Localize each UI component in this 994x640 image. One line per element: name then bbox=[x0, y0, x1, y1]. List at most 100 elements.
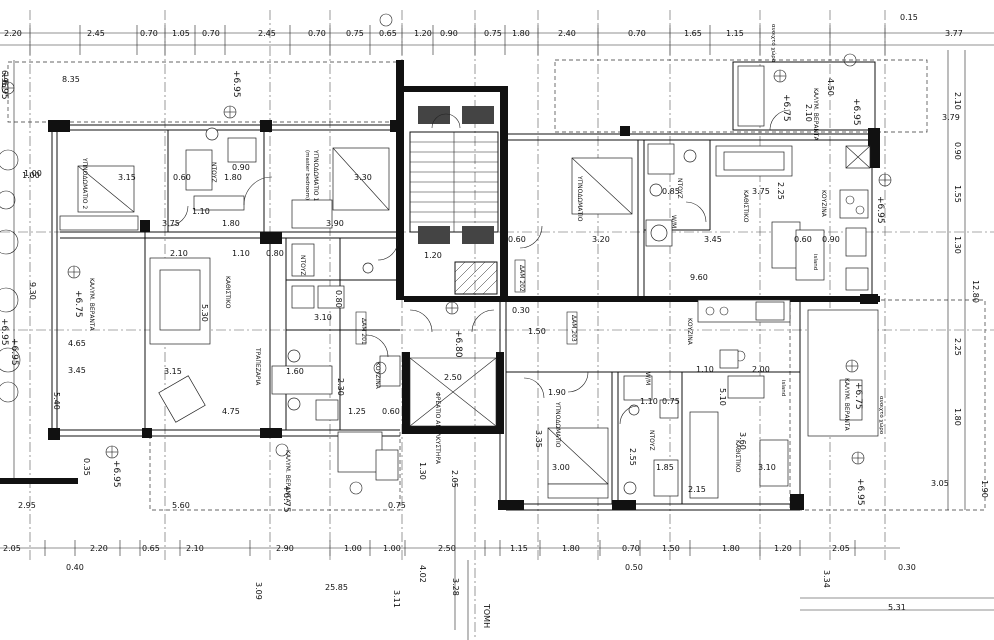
bottom-dim-11: 1.50 bbox=[662, 544, 680, 553]
right-dim-3: 1.30 bbox=[953, 236, 962, 254]
bottom-extra-9: 5.31 bbox=[888, 603, 906, 612]
room-kitchen-left: ΚΟΥΖΙΝΑ bbox=[374, 362, 381, 390]
level-marker-icon bbox=[223, 105, 237, 119]
inner-dim-34: 3.60 bbox=[738, 432, 747, 450]
room-living-right-top: ΚΑΘΙΣΤΙΚΟ bbox=[742, 190, 749, 223]
inner-dim-42: 4.50 bbox=[826, 78, 835, 96]
bottom-extra-1: 0.50 bbox=[625, 563, 643, 572]
level-markers: +6.95 +6.95 +6.75 +6.95 +6.80 +6.95 +6.9… bbox=[0, 13, 892, 513]
bottom-extra-12: 0.75 bbox=[388, 501, 406, 510]
top-dim-3: 1.05 bbox=[172, 29, 190, 38]
level-marker-icon bbox=[845, 359, 859, 373]
level-5: +6.95 bbox=[111, 460, 121, 488]
top-dimension-chain: 2.20 2.45 0.70 1.05 0.70 2.45 0.70 0.75 … bbox=[0, 13, 994, 55]
label-wm-top: W/M bbox=[670, 215, 677, 228]
room-bedroom-2: ΥΠΝΟΔΩΜΑΤΙΟ 2 bbox=[81, 157, 88, 209]
top-right-dim: 3.77 bbox=[945, 29, 963, 38]
inner-dim-35: 3.10 bbox=[758, 463, 776, 472]
inner-dim-32: 2.55 bbox=[628, 448, 637, 466]
inner-dim-26: 2.25 bbox=[776, 182, 785, 200]
top-dim-10: 0.90 bbox=[440, 29, 458, 38]
inner-dimensions: 3.15 0.60 1.80 0.90 3.30 1.10 3.75 1.80 … bbox=[24, 78, 840, 494]
inner-dim-39: 0.75 bbox=[662, 397, 680, 406]
bottom-extra-2: 0.30 bbox=[898, 563, 916, 572]
inner-dim-47: 2.05 bbox=[450, 470, 459, 488]
inner-dim-29: 1.10 bbox=[696, 365, 714, 374]
bottom-extra-14: 1.90 bbox=[980, 480, 989, 498]
right-dim-4: 2.25 bbox=[953, 338, 962, 356]
bottom-extra-4: 25.85 bbox=[325, 583, 348, 592]
inner-dim-50: 1.00 bbox=[24, 169, 42, 178]
bottom-extra-6: 3.28 bbox=[451, 578, 460, 596]
left-dim-3: 9.30 bbox=[28, 282, 37, 300]
room-kitchen-right-bot: ΚΟΥΖΙΝΑ bbox=[686, 318, 693, 346]
level-0: +6.95 bbox=[0, 72, 9, 100]
inner-dim-11: 2.10 bbox=[170, 249, 188, 258]
right-dimension-chain: 2.10 0.90 1.55 1.30 2.25 1.80 3.79 12.80 bbox=[942, 50, 980, 510]
label-lift-shaft: ΦΡΕΑΤΙΟ ΑΝΕΛΚΥΣΤΗΡΑ bbox=[434, 392, 441, 465]
inner-dim-12: 5.30 bbox=[200, 304, 209, 322]
left-apartment-labels: ΥΠΝΟΔΩΜΑΤΙΟ 2 ΥΠΝΟΔΩΜΑΤΙΟ 1 (master bedr… bbox=[81, 149, 381, 504]
top-dim-14: 0.70 bbox=[628, 29, 646, 38]
top-dim-11: 0.75 bbox=[484, 29, 502, 38]
inner-dim-19: 0.80 bbox=[334, 290, 343, 308]
top-dim-16: 1.15 bbox=[726, 29, 744, 38]
inner-dim-49: 0.60 bbox=[508, 235, 526, 244]
inner-dim-37: 2.00 bbox=[752, 365, 770, 374]
level-marker-icon bbox=[445, 301, 459, 315]
inner-dim-46: 1.30 bbox=[418, 462, 427, 480]
top-dim-9: 1.20 bbox=[414, 29, 432, 38]
inner-dim-13: 1.60 bbox=[286, 367, 304, 376]
inner-dim-7: 1.80 bbox=[222, 219, 240, 228]
bottom-extra-7: 3.11 bbox=[392, 590, 401, 608]
top-dim-7: 0.75 bbox=[346, 29, 364, 38]
label-dam-202: ΔΑΜ 202 bbox=[518, 265, 525, 292]
stair-core: ΦΡΕΑΤΙΟ ΑΝΕΛΚΥΣΤΗΡΑ ΔΑΜ 202 ΔΑΜ 203 bbox=[355, 86, 578, 465]
left-dimension-chain: 6.95 8.35 1.00 9.30 4.65 3.45 5.40 0.35 bbox=[0, 60, 91, 480]
bottom-dim-14: 2.05 bbox=[832, 544, 850, 553]
inner-dim-24: 0.60 bbox=[794, 235, 812, 244]
bottom-extra-0: 0.40 bbox=[66, 563, 84, 572]
bottom-extra-10: 2.95 bbox=[18, 501, 36, 510]
bottom-dim-4: 2.90 bbox=[276, 544, 294, 553]
room-bedroom-right-bot: ΥΠΝΟΔΩΜΑΤΙΟ bbox=[554, 401, 561, 448]
top-dim-0: 2.20 bbox=[4, 29, 22, 38]
bottom-dim-9: 1.80 bbox=[562, 544, 580, 553]
inner-dim-15: 4.75 bbox=[222, 407, 240, 416]
bottom-extra-3: 3.09 bbox=[254, 582, 263, 600]
room-veranda-left: ΚΑΛΥΜ. ΒΕΡΑΝΤΑ bbox=[88, 278, 95, 332]
right-dim-6: 3.79 bbox=[942, 113, 960, 122]
level-1: +6.95 bbox=[231, 70, 241, 98]
room-dining-left: ΤΡΑΠΕΖΑΡΙΑ bbox=[254, 347, 261, 386]
room-shower-left-2: ΝΤΟΥΖ bbox=[299, 255, 306, 276]
right-dim-1: 0.90 bbox=[953, 142, 962, 160]
label-dam-203: ΔΑΜ 203 bbox=[570, 315, 577, 342]
inner-dim-5: 1.10 bbox=[192, 207, 210, 216]
room-shower-right-top: ΝΤΟΥΖ bbox=[676, 178, 683, 199]
left-dim-4: 4.65 bbox=[68, 339, 86, 348]
right-dim-5: 1.80 bbox=[953, 408, 962, 426]
inner-dim-8: 3.90 bbox=[326, 219, 344, 228]
level-6: +6.95 bbox=[875, 196, 885, 224]
inner-dim-14: 3.15 bbox=[164, 367, 182, 376]
inner-dim-17: 1.25 bbox=[348, 407, 366, 416]
left-dim-1: 8.35 bbox=[62, 75, 80, 84]
room-master-note: (master bedroom) bbox=[304, 150, 310, 200]
inner-dim-43: 2.10 bbox=[804, 104, 813, 122]
room-bedroom-1: ΥΠΝΟΔΩΜΑΤΙΟ 1 bbox=[312, 149, 319, 201]
level-marker-icon bbox=[67, 265, 81, 279]
room-bedroom-right-top: ΥΠΝΟΔΩΜΑΤΙΟ bbox=[576, 175, 583, 222]
top-dim-4: 0.70 bbox=[202, 29, 220, 38]
bottom-extra-8: 3.34 bbox=[822, 570, 831, 588]
inner-dim-51: 1.50 bbox=[528, 327, 546, 336]
bottom-dimension-chain: 2.05 2.20 0.65 2.10 2.90 1.00 1.00 2.50 … bbox=[0, 479, 994, 640]
level-9: +6.75 bbox=[781, 94, 791, 122]
bottom-dim-3: 2.10 bbox=[186, 544, 204, 553]
inner-dim-36: 5.10 bbox=[718, 388, 727, 406]
level-marker-icon bbox=[1, 81, 15, 95]
level-2: +6.75 bbox=[73, 290, 83, 318]
inner-dim-33: 1.85 bbox=[656, 463, 674, 472]
inner-dim-45: 2.50 bbox=[444, 373, 462, 382]
roof-outline bbox=[7, 59, 986, 511]
inner-dim-44: 0.85 bbox=[662, 187, 680, 196]
